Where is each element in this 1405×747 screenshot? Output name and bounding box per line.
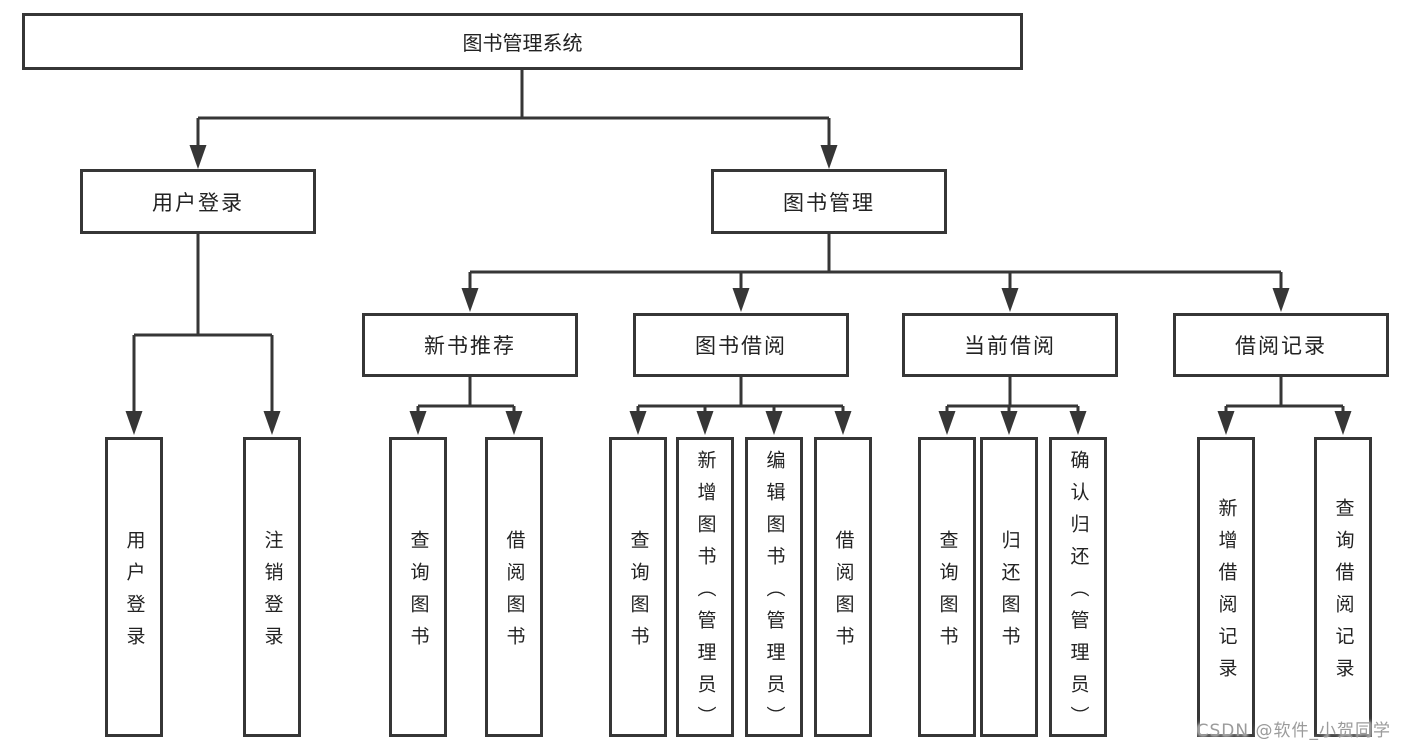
leaf-edit-book-admin: 编辑图书（管理员）: [745, 437, 803, 738]
leaf-query-books-borrow: 查询图书: [609, 437, 667, 737]
leaf-user-login: 用户登录: [105, 437, 163, 737]
node-library-system: 图书管理系统: [22, 13, 1023, 70]
leaf-borrow-books: 借阅图书: [814, 437, 872, 737]
node-user-login: 用户登录: [80, 169, 316, 234]
leaf-borrow-books-recommend: 借阅图书: [485, 437, 543, 737]
connector-edges: [132, 70, 1345, 413]
node-book-management: 图书管理: [711, 169, 947, 234]
node-borrow-records: 借阅记录: [1173, 313, 1389, 377]
node-new-book-recommend: 新书推荐: [362, 313, 578, 377]
leaf-query-books-current: 查询图书: [918, 437, 976, 737]
leaf-query-books-recommend: 查询图书: [389, 437, 447, 737]
leaf-return-books: 归还图书: [980, 437, 1038, 737]
leaf-add-borrow-record: 新增借阅记录: [1197, 437, 1255, 737]
leaf-query-borrow-record: 查询借阅记录: [1314, 437, 1372, 737]
node-book-borrow: 图书借阅: [633, 313, 849, 377]
leaf-logout: 注销登录: [243, 437, 301, 737]
arrowheads: [125, 145, 1352, 435]
csdn-watermark: CSDN @软件_小贺同学: [1196, 721, 1391, 741]
leaf-confirm-return-admin: 确认归还（管理员）: [1049, 437, 1107, 738]
leaf-add-book-admin: 新增图书（管理员）: [676, 437, 734, 738]
node-current-borrow: 当前借阅: [902, 313, 1118, 377]
